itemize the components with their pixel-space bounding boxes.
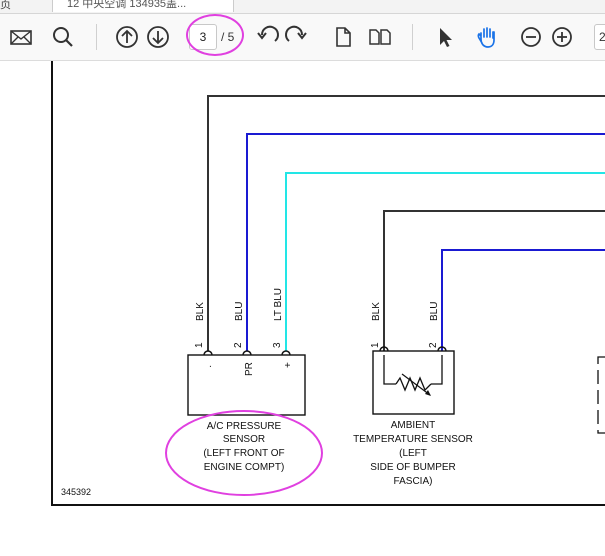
zoom-in-icon[interactable]: [549, 24, 575, 50]
wire-label: BLU: [429, 302, 440, 321]
toolbar-separator: [412, 24, 413, 50]
page-border: [51, 61, 605, 506]
ambient-sensor-caption-line: FASCIA): [394, 476, 433, 487]
title-bar: 页 12 中央空调 134935盖...: [0, 0, 605, 14]
wire-ltblu-ac: [285, 172, 605, 351]
document-tab[interactable]: 12 中央空调 134935盖...: [52, 0, 234, 12]
cursor-icon[interactable]: [432, 24, 458, 50]
thermistor-arrowhead: [425, 390, 431, 396]
pin-number: 1: [370, 342, 381, 348]
ac-sensor-caption-line: A/C PRESSURE: [207, 421, 282, 432]
rotate-ccw-icon[interactable]: [255, 24, 281, 50]
wire-label: BLU: [234, 302, 245, 321]
ambient-temperature-sensor-body: [372, 350, 455, 415]
partial-component-right: [597, 356, 605, 434]
pin-number: 3: [272, 342, 283, 348]
caption-annotation-circle: [165, 410, 323, 496]
wire-blu-ambient: [441, 249, 605, 351]
zoom-level-value: 2: [599, 30, 605, 44]
pin-number: 2: [428, 342, 439, 348]
wiring-diagram: BLK BLU LT BLU BLK BLU 1 2 3 1 2 · PR + …: [51, 61, 605, 506]
pin-number: 1: [194, 342, 205, 348]
pin-number: 2: [233, 342, 244, 348]
ambient-sensor-caption-line: TEMPERATURE SENSOR: [353, 434, 473, 445]
wire-label: LT BLU: [273, 288, 284, 321]
wire-blk-ambient: [383, 210, 605, 351]
terminal-label: PR: [244, 362, 255, 376]
connector-terminals: [203, 346, 447, 356]
home-tab-label[interactable]: 页: [0, 0, 11, 11]
document-tab-title: 12 中央空调 134935盖...: [67, 0, 187, 10]
page-total: / 5: [221, 30, 235, 44]
wire-blk-ac: [207, 95, 605, 351]
two-page-icon[interactable]: [367, 24, 393, 50]
terminal-label: ·: [205, 365, 216, 368]
page-icon[interactable]: [330, 24, 356, 50]
pdf-toolbar: / 5 2: [0, 14, 605, 61]
ambient-sensor-caption-line: SIDE OF BUMPER: [370, 462, 456, 473]
thermistor-leads: [383, 355, 443, 385]
arrow-up-icon[interactable]: [114, 24, 140, 50]
hand-icon[interactable]: [474, 24, 500, 50]
ambient-sensor-caption-line: (LEFT: [399, 448, 427, 459]
page-number-input[interactable]: [189, 24, 217, 50]
zoom-out-icon[interactable]: [518, 24, 544, 50]
arrow-down-icon[interactable]: [145, 24, 171, 50]
wire-label: BLK: [371, 302, 382, 321]
thermistor-zigzag: [395, 376, 432, 392]
ac-pressure-sensor-body: [187, 354, 306, 416]
wire-blu-ac: [246, 133, 605, 351]
ambient-sensor-caption-line: AMBIENT: [391, 420, 435, 431]
thermistor-arrow: [401, 373, 431, 396]
zoom-level-input[interactable]: 2: [594, 24, 605, 50]
ac-sensor-caption-line: ENGINE COMPT): [204, 462, 285, 473]
wire-label: BLK: [195, 302, 206, 321]
ac-sensor-caption-line: SENSOR: [223, 434, 265, 445]
ac-sensor-caption-line: (LEFT FRONT OF: [203, 448, 284, 459]
rotate-cw-icon[interactable]: [283, 24, 309, 50]
document-view[interactable]: BLK BLU LT BLU BLK BLU 1 2 3 1 2 · PR + …: [0, 61, 605, 556]
toolbar-separator: [96, 24, 97, 50]
terminal-label: +: [283, 362, 294, 368]
search-icon[interactable]: [50, 24, 76, 50]
figure-number: 345392: [61, 487, 91, 497]
mail-icon[interactable]: [8, 24, 34, 50]
